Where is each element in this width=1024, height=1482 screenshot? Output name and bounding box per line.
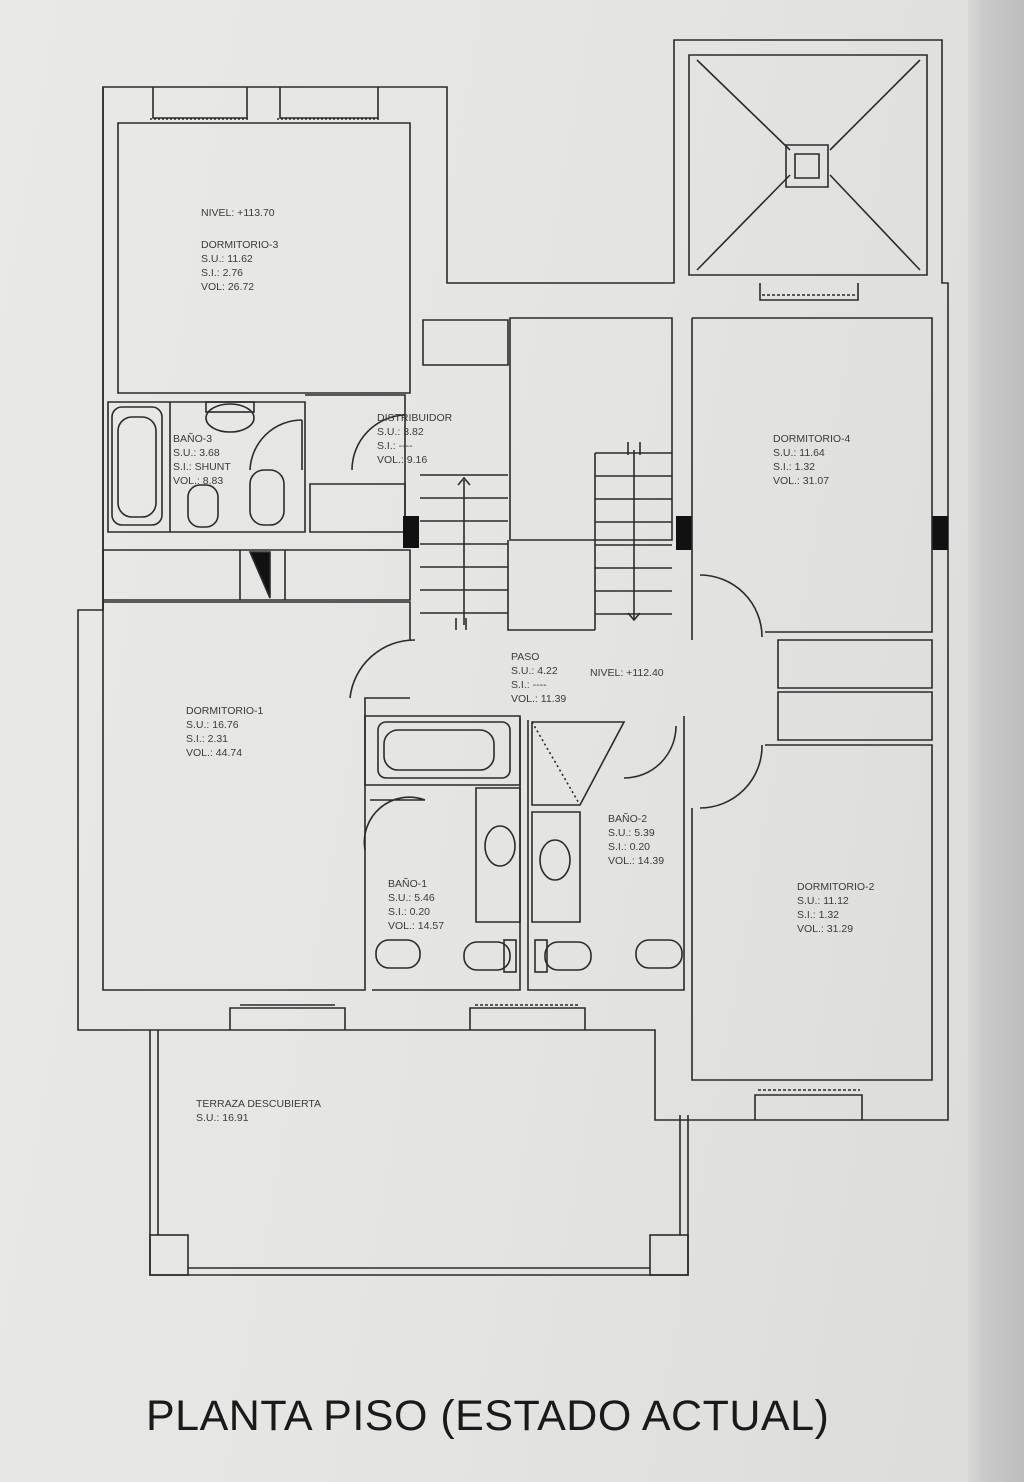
room-si: S.I.: 0.20 xyxy=(608,841,651,853)
room-vol: VOL.: 44.74 xyxy=(186,747,243,759)
room-vol: VOL.: 14.57 xyxy=(388,920,445,932)
label-dormitorio-3: NIVEL: +113.70 DORMITORIO-3 S.U.: 11.62 … xyxy=(201,206,278,294)
room-vol: VOL.: 11.39 xyxy=(511,693,567,705)
room-su: S.U.: 4.22 xyxy=(511,665,558,677)
label-dormitorio-1: DORMITORIO-1 S.U.: 16.76 S.I.: 2.31 VOL.… xyxy=(186,704,263,760)
room-name: DORMITORIO-4 xyxy=(773,433,851,445)
room-si: S.I.: 2.76 xyxy=(201,267,244,279)
baths-1-2 xyxy=(363,715,685,1030)
wardrobes-right xyxy=(777,639,933,741)
room-vol: VOL.: 8.83 xyxy=(173,475,224,487)
room-vol: VOL: 26.72 xyxy=(201,281,255,293)
skylight xyxy=(688,54,928,276)
plan-caption: PLANTA PISO (ESTADO ACTUAL) xyxy=(146,1392,830,1440)
room-si: S.I.: ---- xyxy=(377,440,413,452)
label-bano-1: BAÑO-1 S.U.: 5.46 S.I.: 0.20 VOL.: 14.57 xyxy=(388,877,444,933)
bath-3 xyxy=(107,401,306,533)
room-su: S.U.: 3.68 xyxy=(173,447,220,459)
room-name: BAÑO-2 xyxy=(608,813,648,825)
paso-doors xyxy=(623,574,763,809)
floor-plan xyxy=(77,39,949,1276)
room-su: S.U.: 16.76 xyxy=(186,719,239,731)
label-bano-3: BAÑO-3 S.U.: 3.68 S.I.: SHUNT VOL.: 8.83 xyxy=(173,432,231,488)
room-su: S.U.: 11.64 xyxy=(773,447,825,459)
room-name: BAÑO-1 xyxy=(388,878,428,890)
room-si: S.I.: 1.32 xyxy=(773,461,816,473)
room-si: S.I.: 2.31 xyxy=(186,733,229,745)
room-si: S.I.: 1.32 xyxy=(797,909,840,921)
room-si: S.I.: 0.20 xyxy=(388,906,431,918)
room-su: S.U.: 5.39 xyxy=(608,827,655,839)
room-vol: VOL.: 31.29 xyxy=(797,923,854,935)
label-bano-2: BAÑO-2 S.U.: 5.39 S.I.: 0.20 VOL.: 14.39 xyxy=(608,812,664,868)
room-name: DISTRIBUIDOR xyxy=(377,412,453,424)
room-si: S.I.: SHUNT xyxy=(173,461,231,473)
nivel-upper: NIVEL: +113.70 xyxy=(201,207,275,219)
stairs xyxy=(305,317,948,631)
room-name: TERRAZA DESCUBIERTA xyxy=(196,1098,322,1110)
room-vol: VOL.: 14.39 xyxy=(608,855,665,867)
room-dorm-2 xyxy=(691,744,933,1120)
closets-mid xyxy=(102,549,411,601)
room-dorm-1 xyxy=(102,601,416,1030)
outer-walls xyxy=(77,39,949,1121)
windows-top xyxy=(150,87,381,120)
room-name: DORMITORIO-3 xyxy=(201,239,279,251)
label-distribuidor: DISTRIBUIDOR S.U.: 3.82 S.I.: ---- VOL.:… xyxy=(377,411,452,467)
room-su: S.U.: 5.46 xyxy=(388,892,435,904)
label-paso: PASO S.U.: 4.22 S.I.: ---- VOL.: 11.39 xyxy=(511,650,566,706)
room-su: S.U.: 16.91 xyxy=(196,1112,249,1124)
terrace xyxy=(149,1030,689,1276)
label-dormitorio-2: DORMITORIO-2 S.U.: 11.12 S.I.: 1.32 VOL.… xyxy=(797,880,874,936)
room-name: PASO xyxy=(511,651,540,663)
room-su: S.U.: 11.12 xyxy=(797,895,849,907)
label-terraza: TERRAZA DESCUBIERTA S.U.: 16.91 xyxy=(196,1097,321,1125)
room-name: BAÑO-3 xyxy=(173,433,213,445)
label-dormitorio-4: DORMITORIO-4 S.U.: 11.64 S.I.: 1.32 VOL.… xyxy=(773,432,850,488)
room-su: S.U.: 11.62 xyxy=(201,253,253,265)
room-dorm-4 xyxy=(691,283,933,640)
room-name: DORMITORIO-2 xyxy=(797,881,875,893)
nivel-lower: NIVEL: +112.40 xyxy=(590,667,664,679)
sheet-edge-shadow xyxy=(968,0,1024,1482)
room-si: S.I.: ---- xyxy=(511,679,547,691)
room-vol: VOL.: 31.07 xyxy=(773,475,830,487)
room-name: DORMITORIO-1 xyxy=(186,705,264,717)
room-vol: VOL.: 9.16 xyxy=(377,454,428,466)
room-su: S.U.: 3.82 xyxy=(377,426,424,438)
